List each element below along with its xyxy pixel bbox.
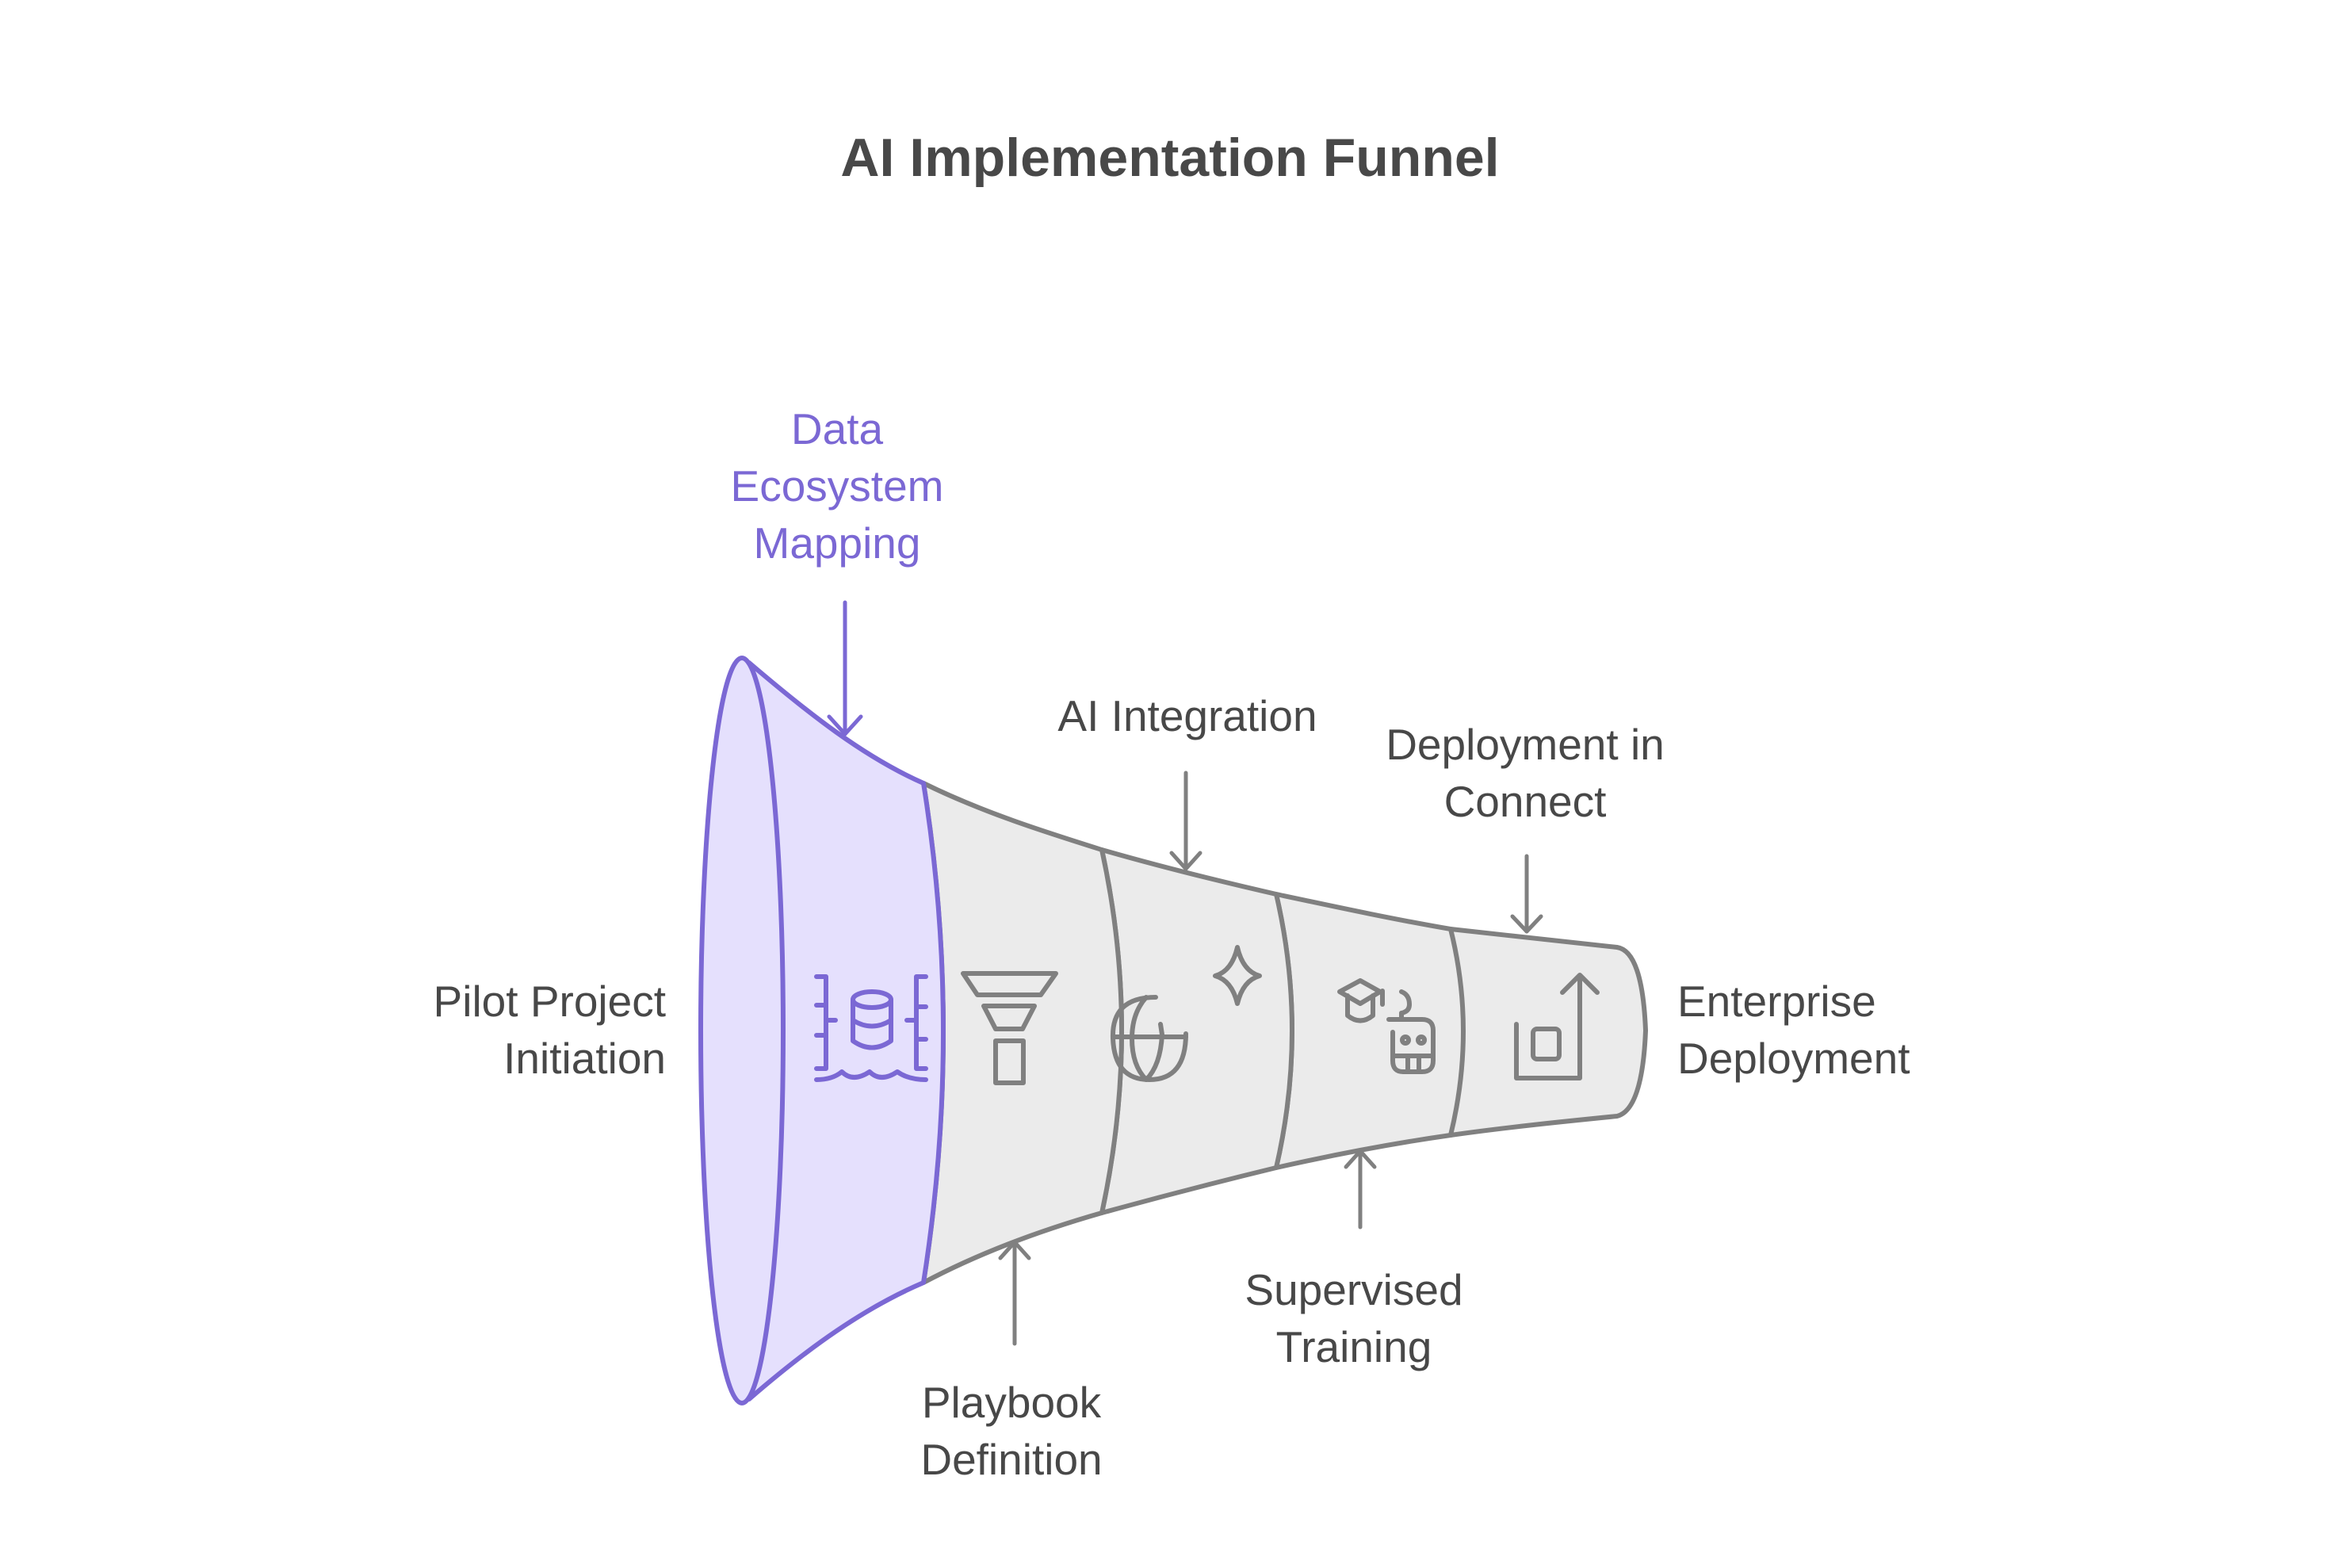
- label-pilot: Pilot Project Initiation: [434, 977, 666, 1083]
- funnel-segment-connect: [1448, 927, 1648, 1138]
- label-connect-line1: Deployment in: [1386, 720, 1665, 769]
- funnel-segment-playbook: [921, 781, 1124, 1285]
- callout-arrows: [827, 600, 1543, 1346]
- label-ai: AI Integration: [1057, 691, 1317, 740]
- funnel-body: [698, 656, 1648, 1405]
- label-enterprise: Enterprise Deployment: [1677, 977, 1910, 1083]
- label-pilot-line2: Initiation: [503, 1034, 666, 1083]
- label-ai-line1: AI Integration: [1057, 691, 1317, 740]
- diagram-title: AI Implementation Funnel: [840, 128, 1499, 188]
- label-training-line2: Training: [1276, 1322, 1432, 1371]
- label-data-line3: Mapping: [754, 518, 921, 568]
- label-data-line2: Ecosystem: [731, 461, 944, 511]
- graduation-robot-icon: [1337, 978, 1436, 1074]
- data-lake-icon: [814, 974, 928, 1082]
- label-training-line1: Supervised: [1245, 1265, 1462, 1314]
- funnel-mouth: [698, 656, 786, 1405]
- label-playbook-line2: Definition: [920, 1435, 1102, 1484]
- arrow-ai: [1169, 771, 1202, 871]
- arrow-playbook: [998, 1240, 1031, 1346]
- label-connect-line2: Connect: [1444, 777, 1607, 826]
- label-playbook: Playbook Definition: [920, 1378, 1102, 1484]
- label-connect: Deployment in Connect: [1386, 720, 1665, 826]
- arrow-connect: [1510, 854, 1543, 934]
- label-data-line1: Data: [791, 404, 884, 453]
- label-data: Data Ecosystem Mapping: [731, 404, 944, 568]
- label-training: Supervised Training: [1245, 1265, 1462, 1371]
- label-playbook-line1: Playbook: [922, 1378, 1102, 1427]
- globe-sparkle-icon: [1110, 945, 1262, 1082]
- arrow-data: [827, 600, 863, 736]
- label-enterprise-line1: Enterprise: [1677, 977, 1876, 1026]
- arrow-training: [1344, 1149, 1377, 1230]
- filter-funnel-icon: [961, 971, 1058, 1085]
- export-arrow-icon: [1514, 973, 1600, 1080]
- label-enterprise-line2: Deployment: [1677, 1034, 1910, 1083]
- label-pilot-line1: Pilot Project: [434, 977, 666, 1026]
